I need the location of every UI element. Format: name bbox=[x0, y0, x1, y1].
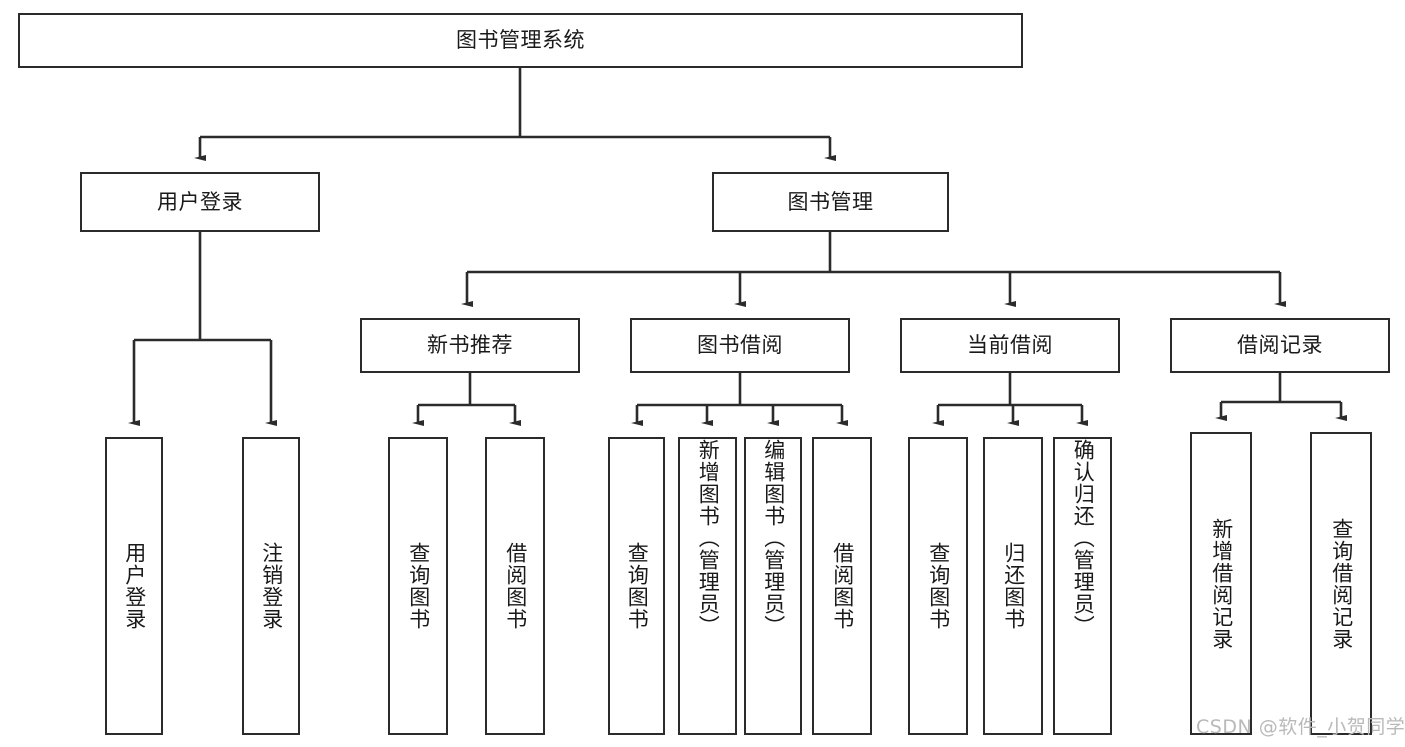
leaf-return-book-label: 归还图书 bbox=[1001, 542, 1026, 630]
leaf-query-record[interactable]: 查询借阅记录 bbox=[1310, 432, 1372, 735]
leaf-edit-book[interactable]: 编辑图书（管理员） bbox=[744, 437, 802, 735]
node-new-book-rec[interactable]: 新书推荐 bbox=[360, 318, 580, 373]
node-borrow-record-label: 借阅记录 bbox=[1237, 333, 1323, 358]
node-root[interactable]: 图书管理系统 bbox=[18, 13, 1023, 68]
node-book-manage-label: 图书管理 bbox=[787, 189, 874, 214]
node-user-login-label: 用户登录 bbox=[157, 189, 243, 214]
node-book-borrow-label: 图书借阅 bbox=[697, 333, 783, 358]
leaf-borrow-book-1-label: 借阅图书 bbox=[503, 542, 528, 630]
node-borrow-record[interactable]: 借阅记录 bbox=[1170, 318, 1390, 373]
leaf-user-logout[interactable]: 注销登录 bbox=[242, 437, 300, 735]
leaf-add-book-label: 新增图书（管理员） bbox=[696, 439, 721, 637]
leaf-query-book-2-label: 查询图书 bbox=[625, 542, 650, 630]
leaf-query-book-3-label: 查询图书 bbox=[926, 542, 951, 630]
leaf-add-book[interactable]: 新增图书（管理员） bbox=[678, 437, 737, 735]
leaf-add-record[interactable]: 新增借阅记录 bbox=[1190, 432, 1252, 735]
leaf-query-book-1-label: 查询图书 bbox=[406, 542, 431, 630]
leaf-user-logout-label: 注销登录 bbox=[259, 542, 284, 630]
leaf-confirm-return[interactable]: 确认归还（管理员） bbox=[1053, 437, 1112, 735]
leaf-query-book-3[interactable]: 查询图书 bbox=[908, 437, 968, 735]
leaf-edit-book-label: 编辑图书（管理员） bbox=[761, 439, 786, 637]
leaf-query-record-label: 查询借阅记录 bbox=[1329, 517, 1354, 650]
leaf-borrow-book-1[interactable]: 借阅图书 bbox=[485, 437, 545, 735]
leaf-query-book-1[interactable]: 查询图书 bbox=[388, 437, 448, 735]
leaf-confirm-return-label: 确认归还（管理员） bbox=[1071, 439, 1096, 637]
csdn-watermark: CSDN @软件_小贺同学 bbox=[1196, 716, 1405, 738]
node-new-book-rec-label: 新书推荐 bbox=[427, 333, 513, 358]
node-current-borrow-label: 当前借阅 bbox=[967, 333, 1053, 358]
node-current-borrow[interactable]: 当前借阅 bbox=[900, 318, 1120, 373]
node-book-borrow[interactable]: 图书借阅 bbox=[630, 318, 850, 373]
leaf-add-record-label: 新增借阅记录 bbox=[1209, 517, 1234, 650]
leaf-return-book[interactable]: 归还图书 bbox=[983, 437, 1043, 735]
leaf-query-book-2[interactable]: 查询图书 bbox=[608, 437, 665, 735]
node-user-login[interactable]: 用户登录 bbox=[80, 172, 320, 232]
leaf-borrow-book-2[interactable]: 借阅图书 bbox=[812, 437, 872, 735]
node-root-label: 图书管理系统 bbox=[456, 28, 585, 53]
leaf-borrow-book-2-label: 借阅图书 bbox=[830, 542, 855, 630]
leaf-user-login-label: 用户登录 bbox=[122, 542, 147, 630]
leaf-user-login[interactable]: 用户登录 bbox=[105, 437, 163, 735]
node-book-manage[interactable]: 图书管理 bbox=[712, 172, 949, 232]
